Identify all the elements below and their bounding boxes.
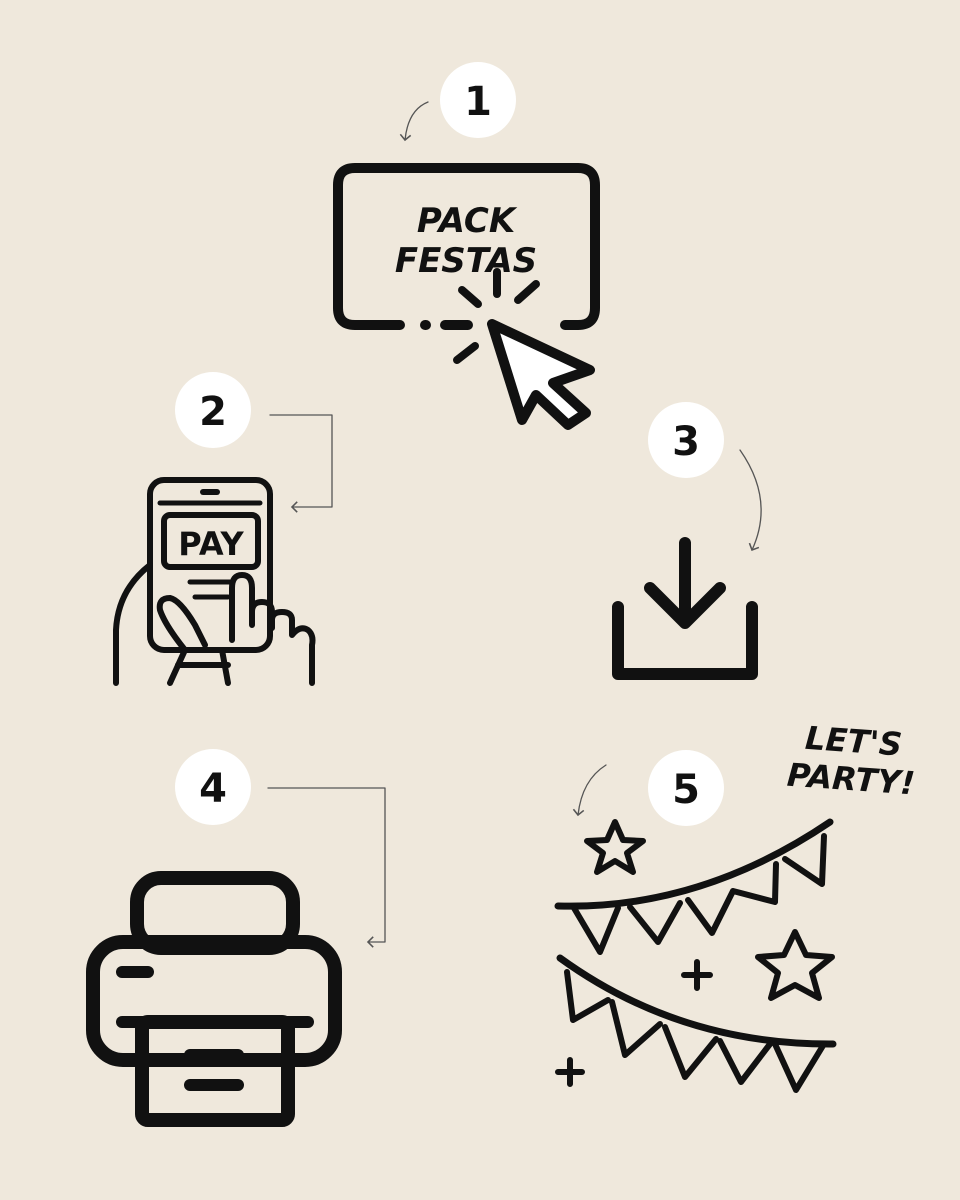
- step-1-arrow: [399, 101, 429, 142]
- cursor-click-icon: [453, 268, 595, 430]
- step-3-badge: [648, 402, 724, 478]
- plus-icon: [681, 959, 713, 991]
- step-3-number: 3: [672, 419, 700, 465]
- step-4: 4: [86, 749, 386, 1127]
- star-icon: [584, 819, 646, 875]
- plus-icon: [555, 1057, 585, 1087]
- step-2-number: 2: [199, 389, 227, 435]
- pay-label: PAY: [178, 525, 244, 563]
- pack-festas-button-icon: PACK FESTAS: [333, 163, 600, 330]
- pack-label: PACK: [417, 201, 518, 241]
- step-5: 5 LET'S PARTY!: [554, 719, 916, 1093]
- lets-party-caption: LET'S PARTY!: [786, 719, 916, 803]
- step-1-badge: [440, 62, 516, 138]
- step-4-number: 4: [199, 766, 227, 812]
- step-1-number: 1: [464, 79, 492, 125]
- star-icon: [755, 929, 835, 1001]
- step-5-badge: [648, 750, 724, 826]
- step-4-connector: [267, 787, 386, 948]
- step-2-badge: [175, 372, 251, 448]
- step-1: 1 PACK FESTAS: [333, 62, 600, 430]
- lets-label: LET'S: [804, 719, 903, 764]
- download-icon: [612, 537, 758, 680]
- step-2-connector: [269, 414, 333, 513]
- party-label: PARTY!: [786, 756, 916, 803]
- festas-label: FESTAS: [395, 241, 537, 281]
- mobile-pay-icon: PAY: [113, 477, 316, 686]
- party-bunting-icon: [554, 818, 837, 1093]
- step-3: 3: [612, 402, 762, 680]
- step-2: 2 PAY: [113, 372, 333, 686]
- step-4-badge: [175, 749, 251, 825]
- step-5-arrow: [572, 764, 607, 817]
- step-3-arrow: [739, 449, 762, 552]
- step-5-number: 5: [672, 767, 700, 813]
- printer-icon: [86, 871, 342, 1127]
